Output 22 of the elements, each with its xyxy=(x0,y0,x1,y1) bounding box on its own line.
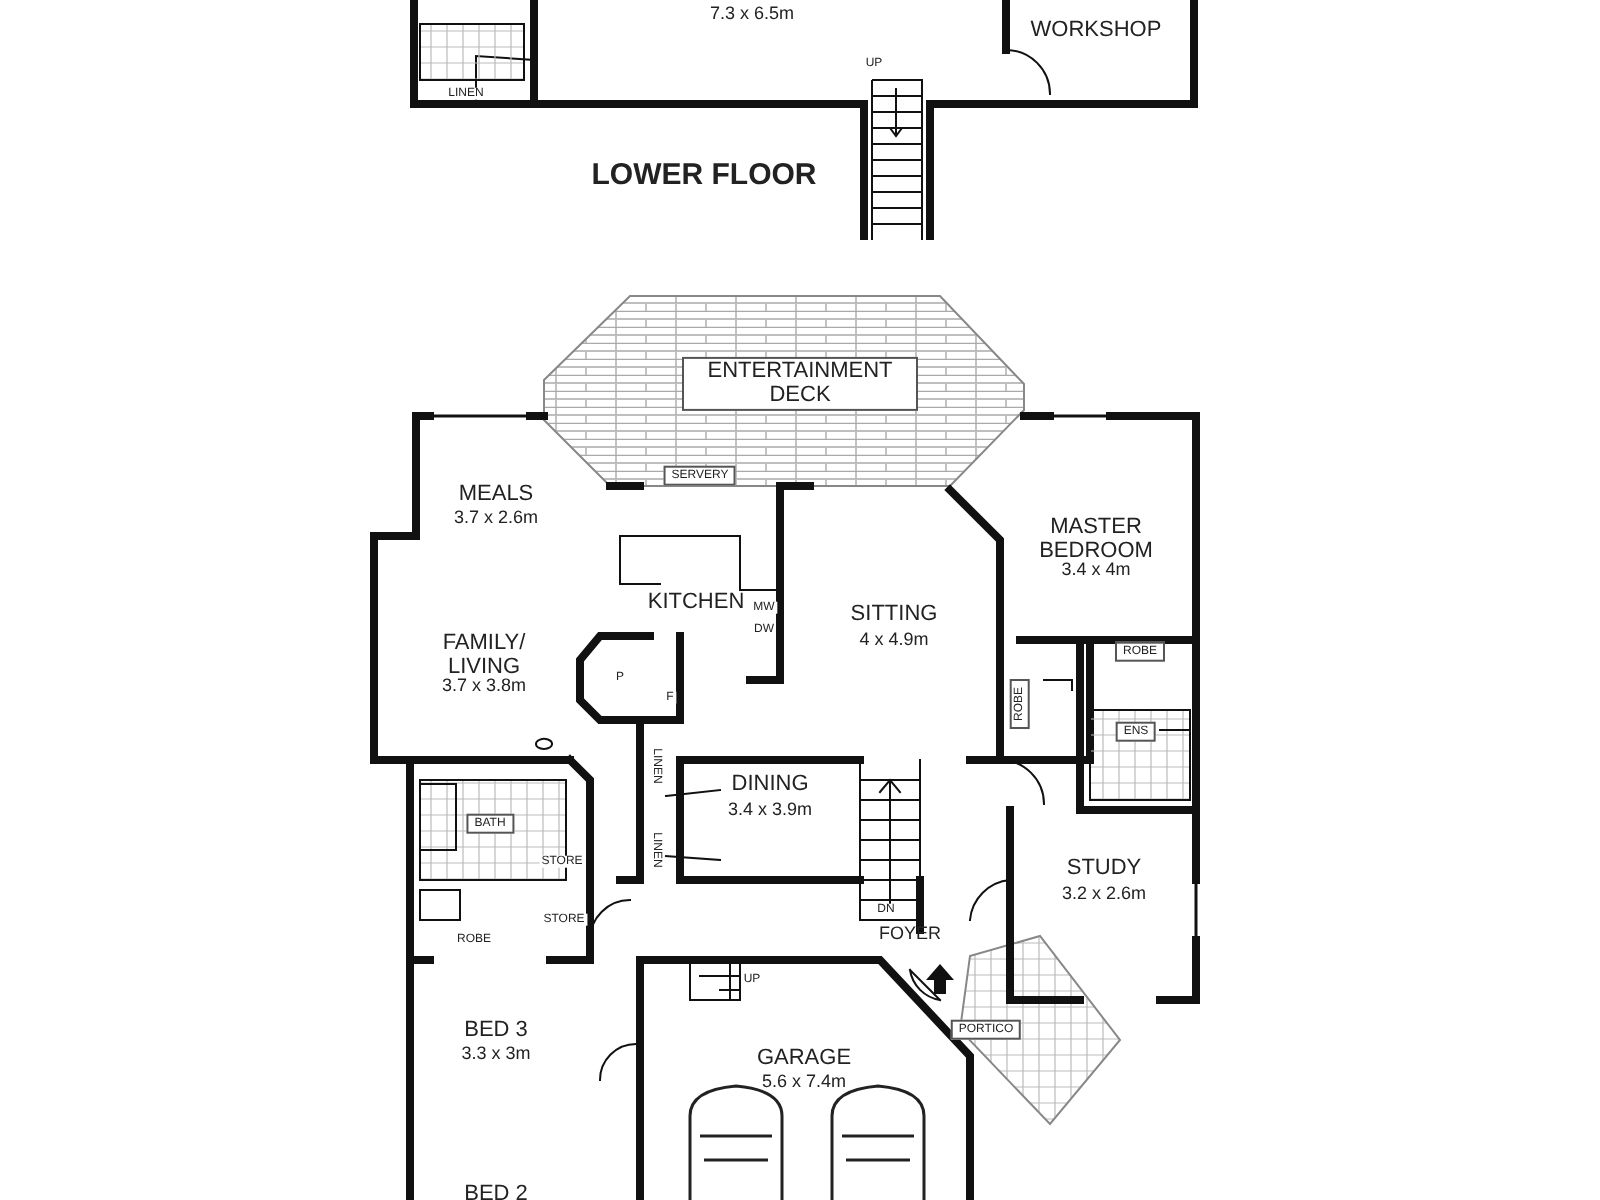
room-label: GARAGE xyxy=(756,1048,852,1072)
room-label: MASTER BEDROOM xyxy=(1037,516,1155,562)
room-dimension: 3.2 x 2.6m xyxy=(1061,884,1147,904)
room-label: KITCHEN xyxy=(647,592,745,616)
room-dimension: 4 x 4.9m xyxy=(859,630,929,650)
room-label: BED 2 xyxy=(464,1184,528,1200)
room-dimension: 3.4 x 3.9m xyxy=(727,800,813,820)
room-label: STUDY xyxy=(1066,858,1142,882)
room-label: SITTING xyxy=(850,604,938,628)
room-label: ENTERTAINMENT DECK xyxy=(682,356,918,412)
room-dimension: 3.3 x 3m xyxy=(461,1044,531,1064)
room-label: MEALS xyxy=(458,484,534,508)
room-dimension: 5.6 x 7.4m xyxy=(761,1072,847,1092)
room-dimension: 3.7 x 3.8m xyxy=(441,676,527,696)
room-dimension: 7.3 x 6.5m xyxy=(709,4,795,24)
room-label: DINING xyxy=(731,774,809,798)
room-label: FAMILY/ LIVING xyxy=(440,632,528,678)
floor-title: LOWER FLOOR xyxy=(591,160,817,192)
room-dimension: 3.4 x 4m xyxy=(1061,560,1131,580)
room-label: WORKSHOP xyxy=(1030,20,1162,44)
room-label: BED 3 xyxy=(464,1020,528,1044)
room-dimension: 3.7 x 2.6m xyxy=(453,508,539,528)
